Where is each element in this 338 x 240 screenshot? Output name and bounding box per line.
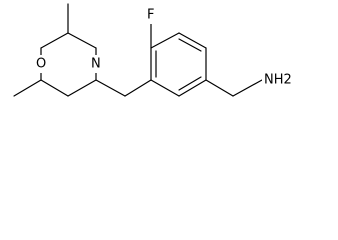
bond-ar5-ch2 [205,79,234,97]
bond-ch2-aryl [124,79,152,97]
amine-label-bg [262,71,300,89]
amine-label: NH2 [264,73,292,88]
double-bond-ar5-ar6 [178,76,202,91]
bond-ch2-n [232,79,263,97]
bond-ar3-ar4 [178,32,207,49]
bond-ar5-ar6 [178,79,207,97]
bond-c5-c6 [40,79,69,97]
morpholine-ring [13,3,97,97]
aminomethyl-group [205,79,263,97]
nitrogen-label: N [91,57,101,72]
bond-c2-c3 [67,32,97,49]
bond-n4-c5 [67,79,97,97]
double-bond-ar3-ar4 [178,38,202,52]
fluorine-label-bg [145,6,158,24]
bond-o1-c2 [40,32,69,49]
bond-c6-methyl [13,79,42,97]
benzene-ring [150,32,207,97]
bond-ar2-ar3 [150,32,180,49]
linker [95,79,152,97]
oxygen-label: O [36,57,46,72]
nitrogen-label-bg [88,55,105,73]
fluorine-label: F [147,8,154,23]
bond-n4-ch2 [95,79,126,97]
oxygen-label-bg [33,55,50,73]
structural-formula: O N F NH2 [13,3,300,97]
bond-ar6-ar1 [150,79,180,97]
